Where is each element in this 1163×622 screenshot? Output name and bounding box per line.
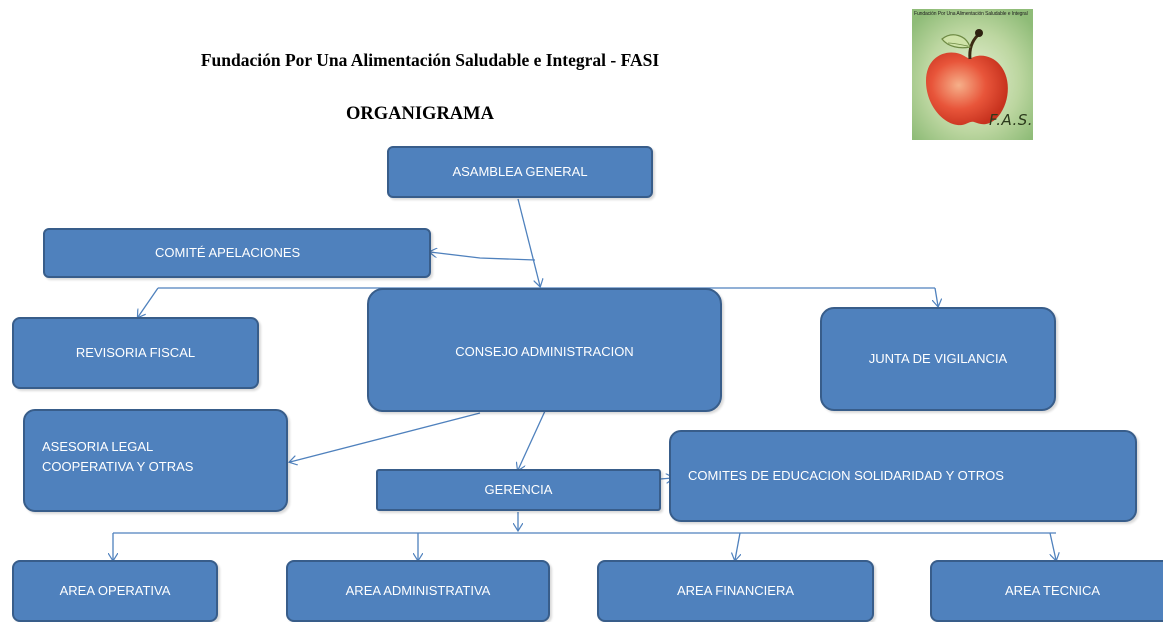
apple-logo-icon — [912, 9, 1033, 140]
consejo-administracion-label: CONSEJO ADMINISTRACION — [455, 344, 634, 359]
area-operativa-box[interactable]: AREA OPERATIVA — [12, 560, 218, 622]
chart-subtitle: ORGANIGRAMA — [346, 104, 494, 124]
fasi-logo: Fundación Por Una Alimentación Saludable… — [912, 9, 1033, 140]
asesoria-legal-box[interactable]: ASESORIA LEGAL COOPERATIVA Y OTRAS — [23, 409, 288, 512]
gerencia-label: GERENCIA — [484, 482, 553, 497]
comites-box[interactable]: COMITES DE EDUCACION SOLIDARIDAD Y OTROS — [669, 430, 1137, 522]
area-tecnica-box[interactable]: AREA TECNICA — [930, 560, 1163, 622]
area-financiera-box[interactable]: AREA FINANCIERA — [597, 560, 874, 622]
logo-text: F.A.S.I — [989, 111, 1033, 129]
area-operativa-label: AREA OPERATIVA — [59, 583, 171, 598]
page-title: Fundación Por Una Alimentación Saludable… — [200, 50, 660, 70]
area-tecnica-label: AREA TECNICA — [1004, 583, 1101, 598]
junta-vigilancia-label: JUNTA DE VIGILANCIA — [868, 351, 1008, 366]
gerencia-box[interactable]: GERENCIA — [376, 469, 661, 511]
asamblea-general-box[interactable]: ASAMBLEA GENERAL — [387, 146, 653, 198]
area-administrativa-box[interactable]: AREA ADMINISTRATIVA — [286, 560, 550, 622]
consejo-administracion-box[interactable]: CONSEJO ADMINISTRACION — [367, 288, 722, 412]
asesoria-legal-label-line2: COOPERATIVA Y OTRAS — [42, 458, 194, 474]
revisoria-fiscal-box[interactable]: REVISORIA FISCAL — [12, 317, 259, 389]
comite-apelaciones-box[interactable]: COMITÉ APELACIONES — [43, 228, 431, 278]
asamblea-general-label: ASAMBLEA GENERAL — [452, 164, 588, 179]
area-administrativa-label: AREA ADMINISTRATIVA — [345, 583, 491, 598]
comite-apelaciones-label: COMITÉ APELACIONES — [155, 245, 301, 260]
junta-vigilancia-box[interactable]: JUNTA DE VIGILANCIA — [820, 307, 1056, 411]
comites-label: COMITES DE EDUCACION SOLIDARIDAD Y OTROS — [688, 468, 1004, 483]
asesoria-legal-label-line1: ASESORIA LEGAL — [42, 438, 154, 454]
area-financiera-label: AREA FINANCIERA — [676, 583, 795, 598]
revisoria-fiscal-label: REVISORIA FISCAL — [75, 345, 196, 360]
logo-caption: Fundación Por Una Alimentación Saludable… — [914, 11, 1028, 17]
